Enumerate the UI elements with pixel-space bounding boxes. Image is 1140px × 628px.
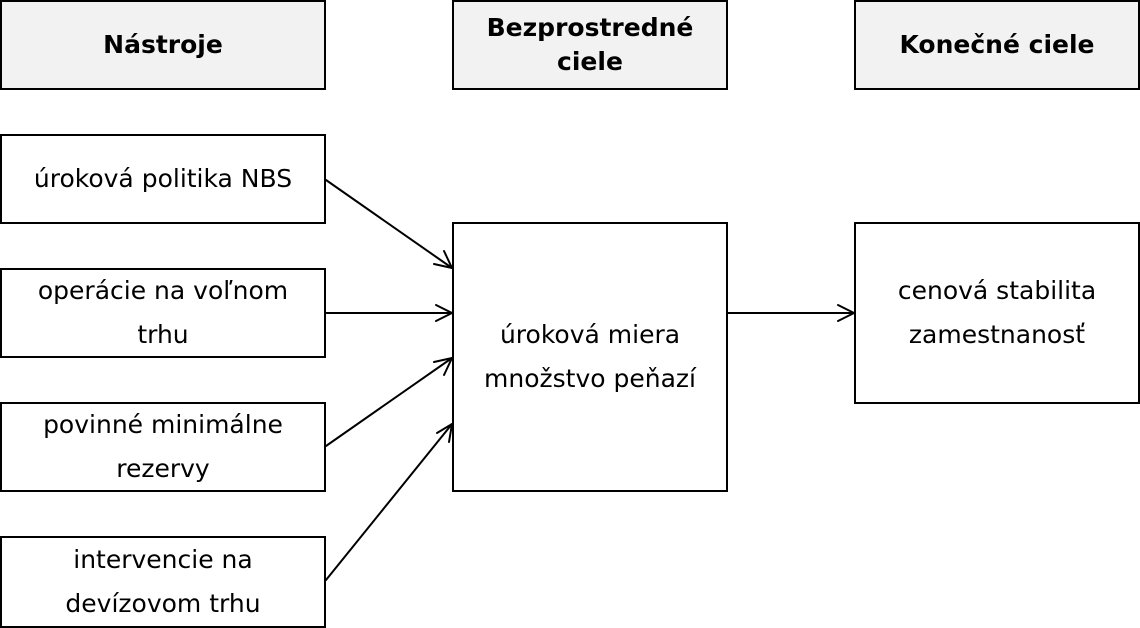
arrowhead-tool2	[435, 304, 453, 322]
arrowhead-final	[837, 304, 855, 322]
immediate-goals-box-label: úroková miera množstvo peňazí	[484, 313, 696, 401]
header-tools: Nástroje	[0, 0, 326, 90]
header-final-goals-label: Konečné ciele	[899, 30, 1095, 59]
header-immediate-goals-label: Bezprostredné ciele	[487, 11, 694, 79]
immediate-goals-box: úroková miera množstvo peňazí	[452, 222, 728, 492]
arrow-tool1-to-immediate	[325, 179, 453, 269]
tool-box-open-market-label: operácie na voľnom trhu	[38, 269, 288, 357]
tool-2-line2: trhu	[137, 320, 189, 349]
arrowhead-tool3	[433, 357, 453, 376]
arrowhead-tool1	[433, 250, 453, 269]
final-goals-box: cenová stabilita zamestnanosť	[854, 222, 1140, 404]
tool-box-reserves-label: povinné minimálne rezervy	[43, 403, 283, 491]
arrow-tool4-to-immediate	[325, 423, 453, 581]
header-immediate-line2: ciele	[557, 47, 623, 76]
tool-3-line2: rezervy	[116, 454, 210, 483]
arrow-tool3-to-immediate	[325, 357, 453, 447]
arrowhead-tool4	[436, 423, 453, 443]
tool-4-line2: devízovom trhu	[65, 589, 261, 618]
header-immediate-goals: Bezprostredné ciele	[452, 0, 728, 90]
tool-1-line1: úroková politika NBS	[33, 164, 293, 193]
tool-2-line1: operácie na voľnom	[37, 276, 289, 305]
header-tools-label: Nástroje	[103, 30, 223, 59]
final-line1: cenová stabilita	[897, 276, 1097, 305]
tool-3-line1: povinné minimálne	[43, 410, 283, 439]
header-immediate-line1: Bezprostredné	[486, 13, 694, 42]
tool-box-fx-intervention: intervencie na devízovom trhu	[0, 536, 326, 628]
final-line2: zamestnanosť	[908, 320, 1086, 349]
tool-box-reserves: povinné minimálne rezervy	[0, 402, 326, 492]
tool-box-interest-policy: úroková politika NBS	[0, 134, 326, 224]
tool-4-line1: intervencie na	[73, 545, 253, 574]
final-goals-box-label: cenová stabilita zamestnanosť	[898, 269, 1096, 357]
immediate-line2: množstvo peňazí	[484, 364, 696, 393]
immediate-line1: úroková miera	[499, 320, 681, 349]
header-final-goals: Konečné ciele	[854, 0, 1140, 90]
tool-box-interest-policy-label: úroková politika NBS	[34, 157, 292, 201]
tool-box-open-market: operácie na voľnom trhu	[0, 268, 326, 358]
tool-box-fx-intervention-label: intervencie na devízovom trhu	[65, 538, 260, 626]
